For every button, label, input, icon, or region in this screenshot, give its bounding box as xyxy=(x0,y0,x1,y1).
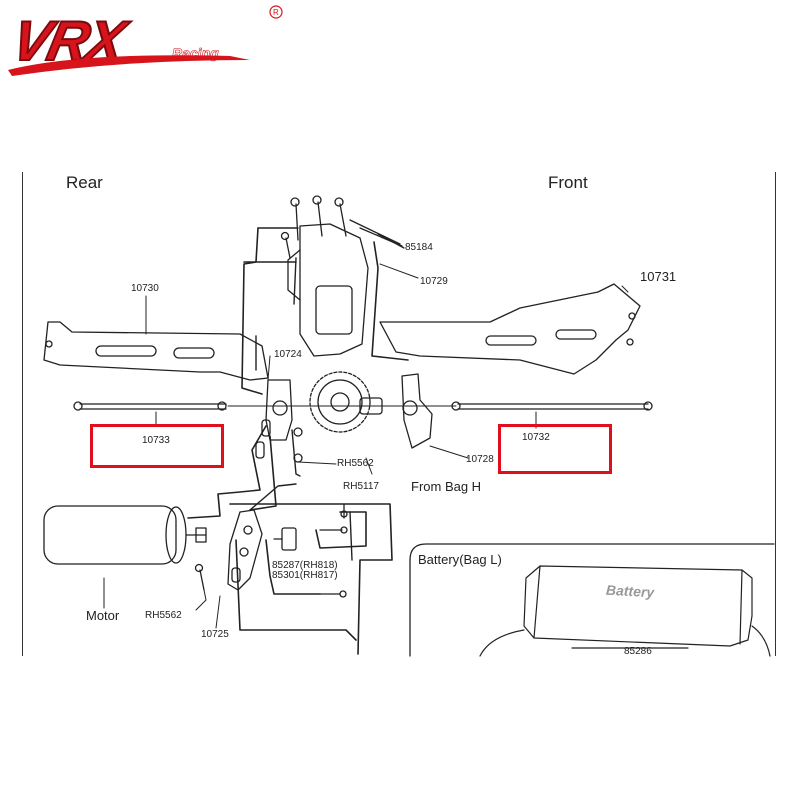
motor xyxy=(43,505,207,609)
part-rh5562-lower: RH5562 xyxy=(145,610,182,621)
battery-bag-label: (Bag L) xyxy=(459,552,502,567)
battery-section-box xyxy=(409,543,775,561)
svg-text:VRX: VRX xyxy=(7,10,135,72)
part-rh5117: RH5117 xyxy=(343,481,379,492)
front-label: Front xyxy=(548,173,588,192)
highlight-10733 xyxy=(90,424,224,468)
highlight-10732 xyxy=(498,424,612,474)
battery-pack xyxy=(479,565,771,657)
part-10728: 10728 xyxy=(466,454,494,465)
part-10733: 10733 xyxy=(142,435,170,446)
rear-label: Rear xyxy=(66,173,103,192)
part-10730: 10730 xyxy=(131,283,159,294)
battery-item-label: Battery xyxy=(605,581,655,601)
rear-chassis-plate xyxy=(43,321,269,381)
part-10725: 10725 xyxy=(201,629,229,640)
part-rh5562-upper: RH5562 xyxy=(337,458,374,469)
part-85301: 85301(RH817) xyxy=(272,570,338,581)
diagram-frame xyxy=(22,172,776,656)
vrx-racing-logo: VRX Racing R xyxy=(6,5,283,76)
front-chassis-plate xyxy=(379,283,641,375)
motor-mount-plate xyxy=(227,509,263,591)
part-85287: 85287(RH818) xyxy=(272,560,338,571)
from-bag-h-label: From Bag H xyxy=(411,479,482,494)
spur-gear xyxy=(309,371,371,433)
svg-text:R: R xyxy=(273,8,279,17)
part-10724: 10724 xyxy=(274,349,302,360)
center-gearbox xyxy=(299,223,369,357)
motor-label: Motor xyxy=(86,608,120,623)
screws-85184 xyxy=(280,195,405,259)
battery-section-label: Battery(Bag L) xyxy=(418,553,502,566)
part-10729: 10729 xyxy=(420,276,448,287)
part-10731: 10731 xyxy=(640,269,677,284)
battery-section-title: Battery xyxy=(418,552,460,567)
part-85184: 85184 xyxy=(405,242,433,253)
part-85286: 85286 xyxy=(624,646,652,657)
part-10732: 10732 xyxy=(522,432,550,443)
